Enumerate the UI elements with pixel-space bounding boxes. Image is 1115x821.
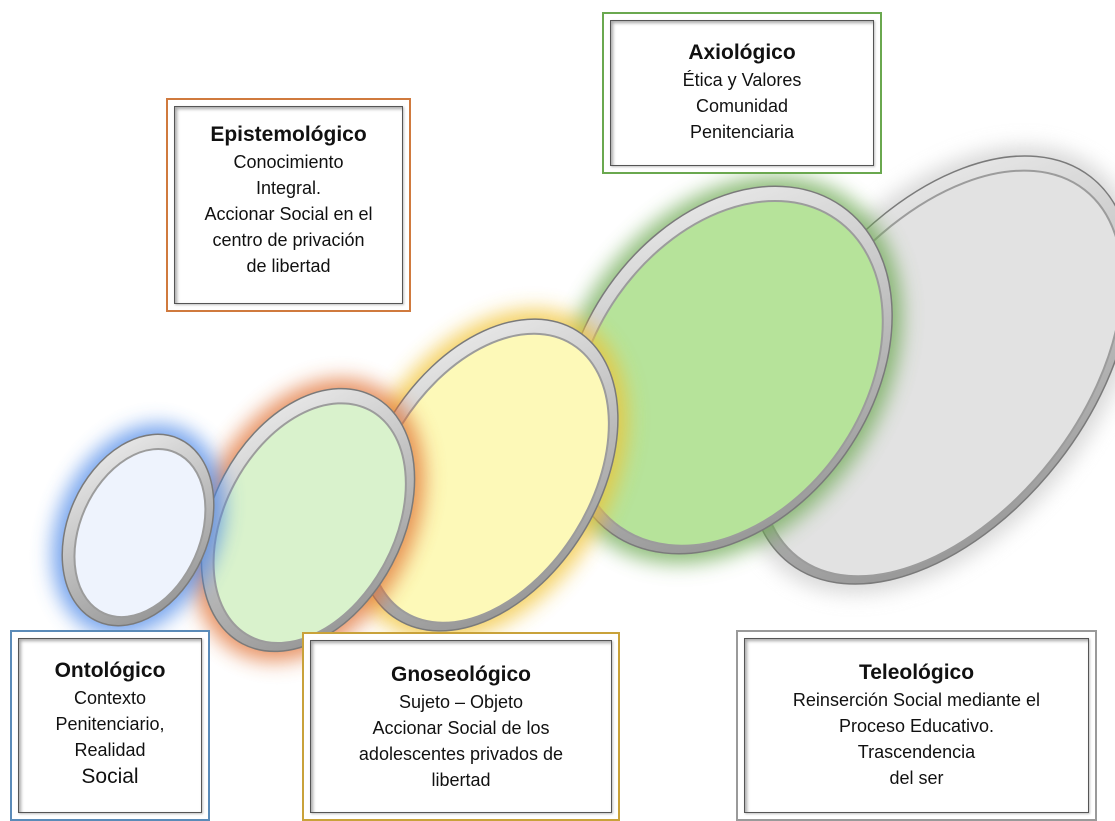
- ontologico-title: Ontológico: [54, 659, 166, 682]
- gnoseologico-title: Gnoseológico: [390, 663, 531, 686]
- axiologico-title: Axiológico: [688, 41, 796, 64]
- axiologico-line-2: Comunidad: [695, 96, 789, 116]
- epistemologico-line-4: centro de privación: [212, 230, 365, 250]
- ring-ontologico: [52, 424, 224, 636]
- epistemologico-line-2: Integral.: [255, 178, 322, 198]
- ring-ontologico-face: [73, 448, 207, 619]
- gnoseologico-box: Gnoseológico Sujeto – Objeto Accionar So…: [302, 632, 620, 821]
- epistemologico-line-3: Accionar Social en el: [204, 204, 373, 224]
- ring-epistemologico-face: [212, 402, 407, 645]
- epistemologico-title: Epistemológico: [210, 123, 367, 146]
- teleologico-line-1: Reinserción Social mediante el: [792, 690, 1041, 710]
- axiologico-box: Axiológico Ética y Valores Comunidad Pen…: [602, 12, 882, 174]
- ring-gnoseologico: [346, 309, 628, 641]
- ring-axiologico-face: [572, 199, 884, 547]
- teleologico-box: Teleológico Reinserción Social mediante …: [736, 630, 1097, 821]
- gnoseologico-line-1: Sujeto – Objeto: [398, 692, 524, 712]
- ontologico-line-4: Social: [81, 765, 139, 788]
- epistemologico-box: Epistemológico Conocimiento Integral. Ac…: [166, 98, 411, 312]
- teleologico-title: Teleológico: [858, 661, 975, 684]
- gnoseologico-line-2: Accionar Social de los: [372, 718, 550, 738]
- ring-epistemologico: [191, 378, 425, 662]
- ontologico-box: Ontológico Contexto Penitenciario, Reali…: [10, 630, 210, 821]
- gnoseologico-line-4: libertad: [431, 770, 491, 790]
- axiologico-line-1: Ética y Valores: [682, 70, 802, 90]
- gnoseologico-line-3: adolescentes privados de: [358, 744, 564, 764]
- ring-axiologico: [551, 176, 903, 564]
- ontologico-line-1: Contexto: [73, 688, 147, 708]
- teleologico-line-4: del ser: [889, 768, 944, 788]
- ontologico-line-2: Penitenciario,: [55, 714, 165, 734]
- ontologico-line-3: Realidad: [74, 740, 146, 760]
- epistemologico-line-1: Conocimiento: [233, 152, 344, 172]
- epistemologico-line-5: de libertad: [246, 256, 331, 276]
- axiologico-line-3: Penitenciaria: [689, 122, 795, 142]
- teleologico-line-3: Trascendencia: [857, 742, 976, 762]
- teleologico-line-2: Proceso Educativo.: [838, 716, 995, 736]
